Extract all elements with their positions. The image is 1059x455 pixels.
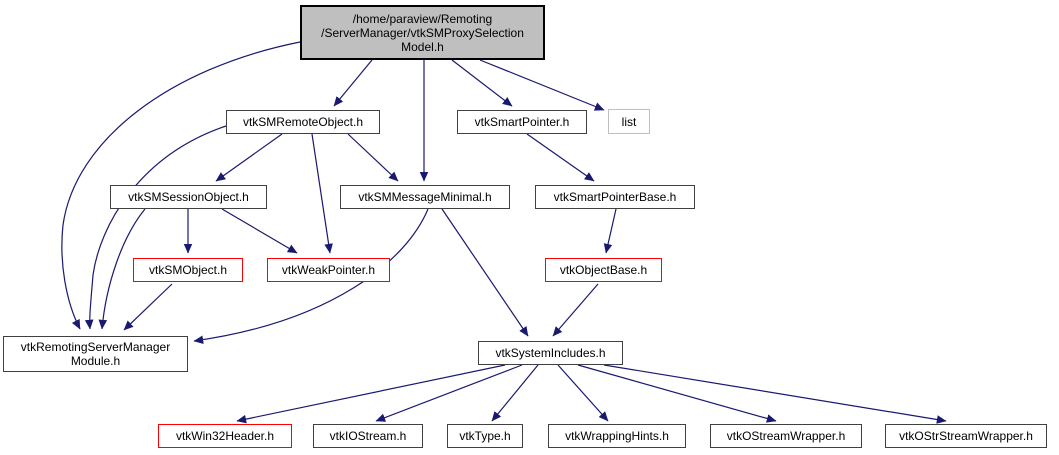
- edge-main-to-vtkremotingservermanagermodule: [61, 41, 301, 330]
- edge-vtksystemincludes-to-vtkwrappinghints: [557, 364, 609, 422]
- node-vtkwin32header[interactable]: vtkWin32Header.h: [158, 424, 292, 448]
- edge-vtksmremoteobject-to-vtksmsessionobject: [215, 133, 283, 182]
- edge-vtksmartpointer-to-vtksmartpointerbase: [526, 133, 595, 182]
- node-vtkobjectbase[interactable]: vtkObjectBase.h: [545, 258, 662, 282]
- node-vtksmartpointer[interactable]: vtkSmartPointer.h: [457, 110, 587, 134]
- node-list: list: [608, 109, 650, 134]
- node-vtkostrstreamwrapper[interactable]: vtkOStrStreamWrapper.h: [885, 424, 1047, 448]
- node-main: /home/paraview/Remoting /ServerManager/v…: [300, 5, 545, 60]
- edge-vtkobjectbase-to-vtksystemincludes: [552, 283, 599, 337]
- node-vtkiostream[interactable]: vtkIOStream.h: [313, 424, 423, 448]
- edge-vtksmmessageminimal-to-vtksystemincludes: [441, 208, 529, 337]
- edge-main-to-vtksmartpointer: [451, 59, 513, 107]
- node-vtksmobject[interactable]: vtkSMObject.h: [133, 258, 243, 282]
- edge-main-to-list: [479, 59, 605, 111]
- node-vtksmsessionobject[interactable]: vtkSMSessionObject.h: [110, 185, 267, 209]
- edge-vtksmsessionobject-to-vtkremotingservermanagermodule: [98, 208, 146, 330]
- edge-main-to-vtksmremoteobject: [333, 59, 373, 107]
- edge-vtksystemincludes-to-vtkostrstreamwrapper: [603, 364, 947, 424]
- node-vtksystemincludes[interactable]: vtkSystemIncludes.h: [478, 341, 623, 365]
- node-vtksmmessageminimal[interactable]: vtkSMMessageMinimal.h: [340, 185, 510, 209]
- node-vtktype[interactable]: vtkType.h: [447, 424, 523, 448]
- node-vtksmremoteobject[interactable]: vtkSMRemoteObject.h: [226, 110, 380, 134]
- edge-vtksmartpointerbase-to-vtkobjectbase: [603, 208, 617, 254]
- edge-vtksystemincludes-to-vtkwin32header: [236, 364, 506, 424]
- node-vtkwrappinghints[interactable]: vtkWrappingHints.h: [548, 424, 686, 448]
- edge-vtksmsessionobject-to-vtkweakpointer: [221, 208, 298, 254]
- edge-vtksystemincludes-to-vtktype: [491, 364, 539, 422]
- node-vtkweakpointer[interactable]: vtkWeakPointer.h: [267, 258, 390, 282]
- edge-vtksystemincludes-to-vtkiostream: [375, 364, 523, 422]
- node-vtkremotingservermanagermodule[interactable]: vtkRemotingServerManager Module.h: [3, 336, 188, 372]
- node-vtksmartpointerbase[interactable]: vtkSmartPointerBase.h: [535, 185, 695, 209]
- edge-vtksmremoteobject-to-vtkweakpointer: [311, 133, 333, 254]
- edge-vtksystemincludes-to-vtkostreamwrapper: [577, 364, 777, 423]
- edge-vtksmremoteobject-to-vtkremotingservermanagermodule: [84, 125, 227, 330]
- edge-vtksmremoteobject-to-vtksmmessageminimal: [347, 133, 399, 182]
- edge-vtksmmessageminimal-to-vtkremotingservermanagermodule: [193, 208, 429, 345]
- edge-vtksmobject-to-vtkremotingservermanagermodule: [123, 283, 173, 331]
- node-vtkostreamwrapper[interactable]: vtkOStreamWrapper.h: [710, 424, 862, 448]
